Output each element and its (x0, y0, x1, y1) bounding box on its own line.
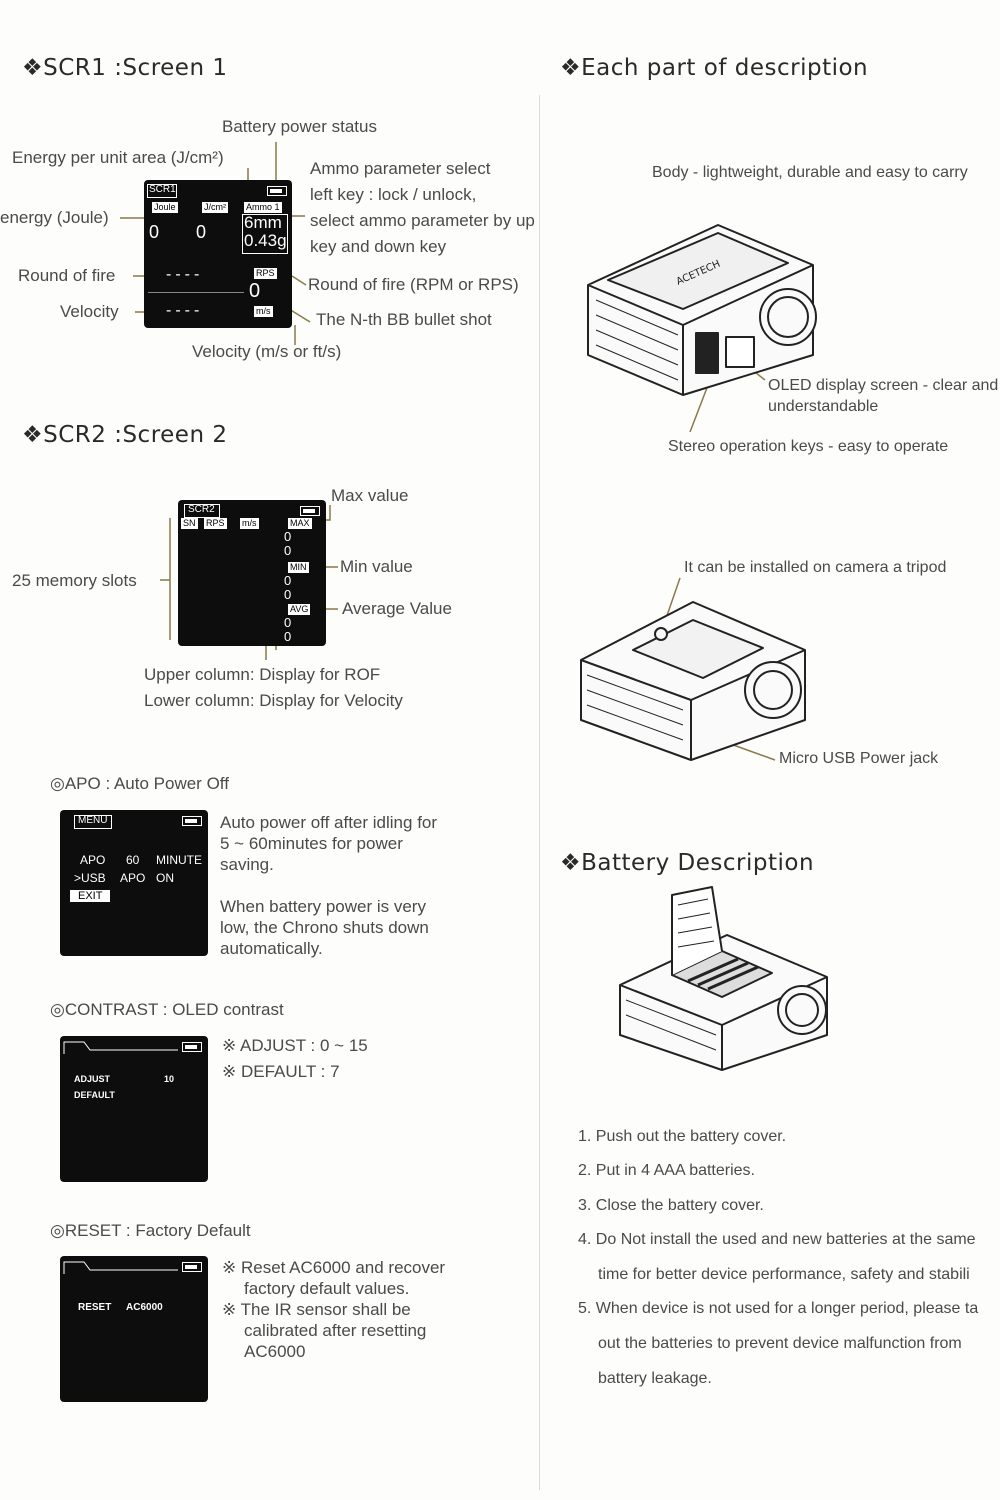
battery-step-3: 3. Close the battery cover. (578, 1197, 764, 1214)
device-front-illustration: ACETECH (587, 224, 817, 396)
column-divider (539, 95, 540, 1490)
upper-column-label: Upper column: Display for ROF (144, 665, 381, 684)
screen-frame-line (63, 1261, 178, 1274)
memory-slots-label: 25 memory slots (12, 571, 137, 590)
battery-step-1: 1. Push out the battery cover. (578, 1128, 787, 1145)
battery-step-2: 2. Put in 4 AAA batteries. (578, 1162, 755, 1179)
battery-step-4: 4. Do Not install the used and new batte… (578, 1231, 976, 1248)
contrast-default-note: ※ DEFAULT : 7 (222, 1062, 340, 1081)
scr2-heading: ❖SCR2 :Screen 2 (22, 422, 228, 448)
reset-heading: ◎RESET : Factory Default (50, 1221, 251, 1240)
battery-step-5-cont: out the batteries to prevent device malf… (598, 1335, 962, 1352)
battery-icon (300, 506, 320, 516)
reset-screen: RESET AC6000 (60, 1256, 208, 1402)
apo-description-2: When battery power is very low, the Chro… (220, 897, 429, 958)
scr1-heading: ❖SCR1 :Screen 1 (22, 55, 228, 81)
reset-note-2: ※ The IR sensor shall be calibrated afte… (222, 1300, 427, 1361)
parts-heading: ❖Each part of description (560, 55, 869, 81)
scr1-oled-screen: SCR1 Joule J/cm² Ammo 1 0 0 6mm 0.43g RP… (144, 180, 292, 328)
min-value-label: Min value (340, 557, 413, 576)
ammo-select-label: Ammo parameter select left key : lock / … (310, 159, 535, 256)
screen-frame-line (63, 1041, 178, 1054)
battery-icon (182, 1262, 202, 1272)
lower-column-label: Lower column: Display for Velocity (144, 691, 403, 710)
oled-label: OLED display screen - clear and understa… (768, 377, 999, 415)
battery-icon (182, 1042, 202, 1052)
apo-menu-screen: MENU APO 60 MINUTE >USB APO ON EXIT (60, 810, 208, 956)
apo-heading: ◎APO : Auto Power Off (50, 774, 229, 793)
usb-label: Micro USB Power jack (779, 750, 939, 767)
energy-joule-label: energy (Joule) (0, 208, 109, 227)
nth-shot-label: The N-th BB bullet shot (316, 310, 492, 329)
battery-step-4-cont: time for better device performance, safe… (598, 1266, 970, 1283)
velocity-unit-label: Velocity (m/s or ft/s) (192, 342, 342, 361)
battery-step-5: 5. When device is not used for a longer … (578, 1300, 979, 1317)
battery-compartment-illustration (619, 886, 828, 1071)
energy-per-unit-label: Energy per unit area (J/cm²) (12, 148, 224, 167)
round-of-fire-label: Round of fire (18, 266, 116, 285)
contrast-screen: ADJUST 10 DEFAULT (60, 1036, 208, 1182)
battery-status-label: Battery power status (222, 117, 377, 136)
tripod-label: It can be installed on camera a tripod (684, 559, 947, 576)
contrast-adjust-note: ※ ADJUST : 0 ~ 15 (222, 1036, 368, 1055)
avg-value-label: Average Value (342, 599, 452, 618)
battery-icon (182, 816, 202, 826)
battery-step-5-cont-2: battery leakage. (598, 1370, 712, 1387)
contrast-heading: ◎CONTRAST : OLED contrast (50, 1000, 284, 1019)
battery-heading: ❖Battery Description (560, 850, 815, 876)
body-label: Body - lightweight, durable and easy to … (652, 164, 968, 181)
max-value-label: Max value (331, 486, 409, 505)
scr2-oled-screen: SCR2 SN RPS m/s MAX 0 0 MIN 0 0 AVG 0 0 (178, 500, 326, 646)
device-bottom-illustration (580, 601, 806, 761)
reset-note-1: ※ Reset AC6000 and recover factory defau… (222, 1258, 446, 1298)
keys-label: Stereo operation keys - easy to operate (668, 438, 949, 455)
velocity-label: Velocity (60, 302, 119, 321)
apo-description-1: Auto power off after idling for 5 ~ 60mi… (220, 813, 438, 874)
rof-unit-label: Round of fire (RPM or RPS) (308, 275, 519, 294)
battery-icon (267, 186, 287, 196)
